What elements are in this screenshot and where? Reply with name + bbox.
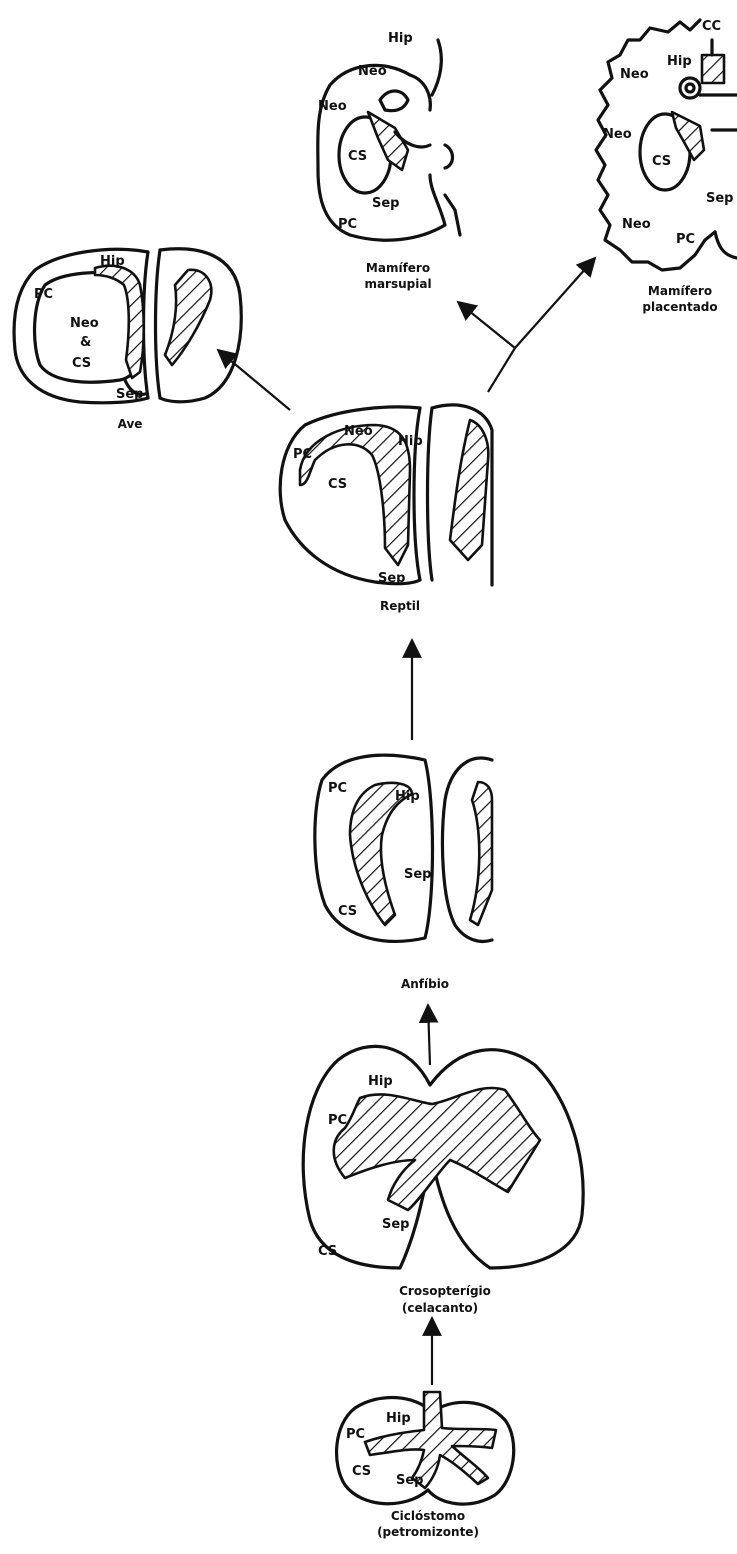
- placental-cc-label: CC: [702, 19, 721, 34]
- marsupial-caption-line-1: Mamífero: [366, 261, 430, 275]
- marsupial-neo-label-1: Neo: [358, 64, 387, 79]
- crossopterygian-sep-label: Sep: [382, 1217, 410, 1232]
- placental-neo-label-2: Neo: [603, 127, 632, 142]
- cyclostome-caption-line-1: Ciclóstomo: [391, 1509, 465, 1523]
- crossopterygian-cs-label: CS: [318, 1244, 337, 1259]
- amphibian-sep-label: Sep: [404, 867, 432, 882]
- cyclostome-caption-line-2: (petromizonte): [377, 1525, 479, 1539]
- bird-cs-label: CS: [72, 356, 91, 371]
- marsupial-neo-label-2: Neo: [318, 99, 347, 114]
- cyclostome-hip-label: Hip: [386, 1411, 411, 1426]
- reptile-pc-label: PC: [293, 447, 312, 462]
- crossopterygian-hip-label: Hip: [368, 1074, 393, 1089]
- amphibian-caption: Anfíbio: [401, 977, 449, 991]
- marsupial-pc-label: PC: [338, 217, 357, 232]
- arrow-reptile-to-bird: [218, 350, 290, 410]
- reptile-caption: Reptil: [380, 599, 420, 613]
- cyclostome-brain: PC Hip CS Sep Ciclóstomo (petromizonte): [337, 1392, 514, 1539]
- arrow-to-marsupial: [458, 302, 515, 348]
- placental-brain: CC Hip Neo Neo Neo CS Sep PC Mamífero pl…: [596, 19, 737, 314]
- marsupial-cs-label: CS: [348, 149, 367, 164]
- placental-cs-label: CS: [652, 154, 671, 169]
- amphibian-hip-label: Hip: [395, 789, 420, 804]
- placental-hip-label: Hip: [667, 54, 692, 69]
- arrow-crossopterygian-to-amphibian: [428, 1005, 430, 1065]
- placental-sep-label: Sep: [706, 191, 734, 206]
- reptile-cs-label: CS: [328, 477, 347, 492]
- bird-pc-label: PC: [34, 287, 53, 302]
- bird-amp-label: &: [80, 335, 91, 350]
- reptile-neo-label: Neo: [344, 424, 373, 439]
- placental-caption-line-2: placentado: [642, 300, 717, 314]
- crossopterygian-caption-line-1: Crosopterígio: [399, 1284, 491, 1298]
- cyclostome-cs-label: CS: [352, 1464, 371, 1479]
- reptile-sep-label: Sep: [378, 571, 406, 586]
- placental-neo-label-3: Neo: [622, 217, 651, 232]
- cyclostome-pc-label: PC: [346, 1427, 365, 1442]
- marsupial-sep-label: Sep: [372, 196, 400, 211]
- crossopterygian-brain: Hip PC Sep CS Crosopterígio (celacanto): [303, 1046, 583, 1315]
- amphibian-brain: PC Hip Sep CS Anfíbio: [315, 755, 492, 991]
- amphibian-cs-label: CS: [338, 904, 357, 919]
- reptile-brain: PC Neo Hip CS Sep Reptil: [280, 405, 492, 613]
- bird-sep-label: Sep: [116, 387, 144, 402]
- reptile-hip-label: Hip: [398, 434, 423, 449]
- crossopterygian-caption-line-2: (celacanto): [402, 1301, 478, 1315]
- bird-caption: Ave: [118, 417, 143, 431]
- bird-brain: Hip PC Neo & CS Sep Ave: [14, 249, 241, 431]
- cyclostome-sep-label: Sep: [396, 1473, 424, 1488]
- placental-pc-label: PC: [676, 232, 695, 247]
- placental-caption-line-1: Mamífero: [648, 284, 712, 298]
- arrow-reptile-branch: [488, 348, 515, 392]
- bird-neo-label: Neo: [70, 316, 99, 331]
- bird-hip-label: Hip: [100, 254, 125, 269]
- marsupial-caption-line-2: marsupial: [364, 277, 431, 291]
- crossopterygian-pc-label: PC: [328, 1113, 347, 1128]
- marsupial-hip-label: Hip: [388, 31, 413, 46]
- marsupial-brain: Hip Neo Neo CS Sep PC Mamífero marsupial: [318, 31, 460, 291]
- evolution-arrows: [218, 258, 595, 1385]
- placental-neo-label-1: Neo: [620, 67, 649, 82]
- arrow-to-placental: [515, 258, 595, 348]
- amphibian-pc-label: PC: [328, 781, 347, 796]
